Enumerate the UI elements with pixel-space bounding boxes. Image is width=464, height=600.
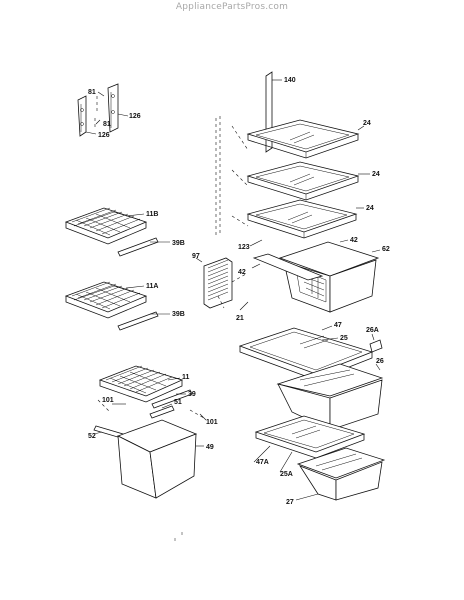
- callout-11a: 11A: [146, 283, 158, 290]
- callout-97: 97: [192, 253, 200, 260]
- callout-21: 21: [236, 315, 244, 322]
- glass-shelf-middle: [246, 161, 370, 201]
- callout-24c: 24: [366, 205, 374, 212]
- callout-42b: 42: [238, 269, 246, 276]
- callout-27: 27: [286, 499, 294, 506]
- callout-62: 62: [382, 246, 390, 253]
- crisper-rail-42: [251, 253, 324, 281]
- screws-101: [97, 399, 207, 421]
- callout-126a: 126: [129, 113, 141, 120]
- callout-126b: 126: [98, 132, 110, 139]
- callout-140: 140: [284, 77, 296, 84]
- wire-shelf-11a: [64, 281, 148, 319]
- crisper-pan-62: [278, 239, 381, 313]
- crisper-drawer-27: [295, 447, 386, 501]
- shelf-trim-39b-lower: [117, 311, 170, 331]
- bracket-26a: [369, 333, 383, 353]
- callout-39b-upper: 39B: [172, 240, 185, 247]
- shelf-trim-39b-upper: [117, 237, 170, 257]
- coil-assembly: [195, 239, 263, 311]
- callout-123: 123: [238, 244, 250, 251]
- glass-shelf-top: [246, 119, 365, 159]
- callout-52: 52: [88, 433, 96, 440]
- callout-26: 26: [376, 358, 384, 365]
- callout-24a: 24: [363, 120, 371, 127]
- cabinet-rail: [215, 71, 282, 236]
- callout-11b: 11B: [146, 211, 158, 218]
- door-bin-49: [116, 419, 204, 499]
- callout-101b: 101: [206, 419, 218, 426]
- trim-39: [151, 389, 193, 409]
- shelf-bracket-assembly: [77, 83, 129, 137]
- callout-25: 25: [340, 335, 348, 342]
- callout-47: 47: [334, 322, 342, 329]
- callout-26a: 26A: [366, 327, 379, 334]
- callout-49: 49: [206, 444, 214, 451]
- callout-47a: 47A: [256, 459, 269, 466]
- callout-25a: 25A: [280, 471, 293, 478]
- glass-shelf-lower: [246, 199, 364, 239]
- callout-39: 39: [188, 391, 196, 398]
- callout-39b-lower: 39B: [172, 311, 185, 318]
- callout-81b: 81: [103, 121, 111, 128]
- crisper-drawer-26: [276, 363, 384, 431]
- wire-shelf-11: [98, 365, 184, 403]
- callout-42a: 42: [350, 237, 358, 244]
- trim-51: [149, 403, 175, 419]
- callout-81a: 81: [88, 89, 96, 96]
- callout-101a: 101: [102, 397, 114, 404]
- callout-24b: 24: [372, 171, 380, 178]
- callout-11: 11: [182, 374, 190, 381]
- watermark-text: AppliancePartsPros.com: [175, 2, 289, 12]
- wire-shelf-11b: [64, 207, 148, 245]
- callout-51: 51: [174, 399, 182, 406]
